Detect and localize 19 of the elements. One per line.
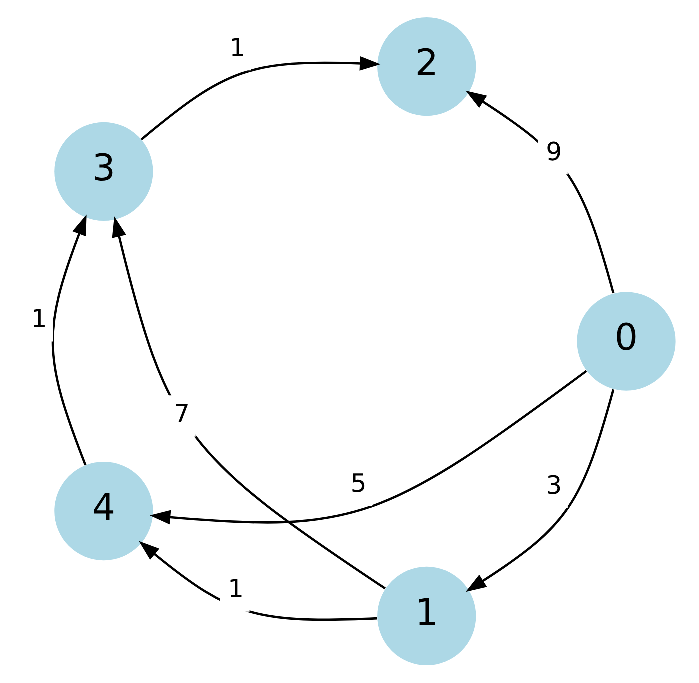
arrow — [466, 90, 615, 294]
edge-label: 1 — [228, 574, 244, 604]
node-circle: 1 — [378, 566, 476, 666]
arrow — [466, 389, 615, 592]
edge-label: 3 — [546, 471, 562, 500]
arrow — [139, 541, 378, 622]
arrow — [52, 214, 87, 466]
arrow — [112, 216, 386, 590]
edge-label: 7 — [174, 400, 190, 429]
node-circle: 2 — [378, 17, 476, 116]
arrow — [150, 370, 588, 525]
node-circle: 3 — [54, 122, 154, 222]
node-circle: 0 — [577, 292, 676, 391]
node-circle: 4 — [54, 462, 154, 561]
edge-label: 1 — [31, 304, 48, 334]
edge-label: 5 — [350, 469, 367, 498]
arrow — [140, 56, 381, 141]
edge-label: 9 — [546, 137, 562, 166]
edge-label: 1 — [230, 33, 246, 62]
